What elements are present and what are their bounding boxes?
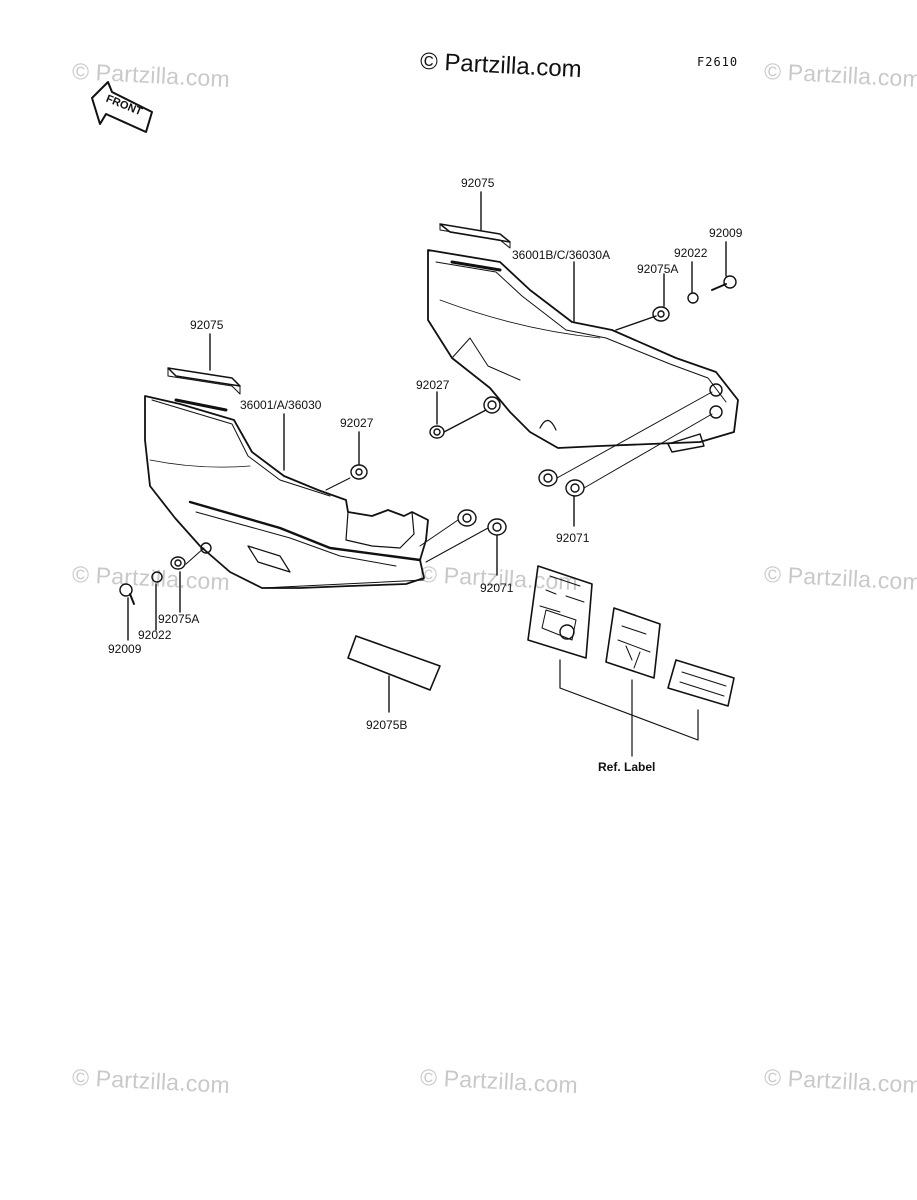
left-collar-92027: [350, 464, 368, 480]
front-arrow-label: FRONT: [104, 93, 144, 118]
diagram-code: F2610: [697, 55, 739, 69]
left-bolt-92009: [119, 583, 135, 605]
right-collar-92027: [429, 425, 445, 439]
part-label-92075a-right: 92075A: [637, 262, 679, 276]
ref-label-caption: Ref. Label: [598, 760, 656, 774]
left-grommet-92075a: [170, 556, 186, 570]
left-rubber-strip: [167, 367, 241, 395]
part-label-92027-right: 92027: [416, 378, 450, 392]
part-label-92022-right: 92022: [674, 246, 708, 260]
right-grommet-92071: [538, 469, 585, 497]
part-label-92022-left: 92022: [138, 628, 172, 642]
right-rubber-strip: [439, 223, 511, 249]
part-label-92027-left: 92027: [340, 416, 374, 430]
part-label-92009-right: 92009: [709, 226, 743, 240]
part-label-92075-left: 92075: [190, 318, 224, 332]
right-washer-92022: [687, 292, 699, 304]
part-label-92075-right: 92075: [461, 176, 495, 190]
warning-label-1: [527, 565, 593, 659]
part-label-92075a-left: 92075A: [158, 612, 200, 626]
part-label-36001: 36001/A/36030: [240, 398, 322, 412]
left-side-cover: [144, 395, 429, 589]
right-bolt-92009: [711, 275, 737, 291]
rubber-strip-92075b: [347, 635, 441, 691]
right-side-cover: [427, 249, 739, 453]
part-label-92075b: 92075B: [366, 718, 408, 732]
left-grommet-92071: [457, 509, 507, 536]
part-label-36001b: 36001B/C/36030A: [512, 248, 611, 262]
part-label-92071-left: 92071: [480, 581, 514, 595]
part-label-92009-left: 92009: [108, 642, 142, 656]
part-label-92071-right: 92071: [556, 531, 590, 545]
right-grommet-92075a: [652, 306, 670, 322]
front-arrow-icon: FRONT: [91, 81, 153, 133]
left-washer-92022: [151, 571, 163, 583]
warning-label-2: [605, 607, 661, 679]
warning-label-3: [667, 659, 735, 707]
